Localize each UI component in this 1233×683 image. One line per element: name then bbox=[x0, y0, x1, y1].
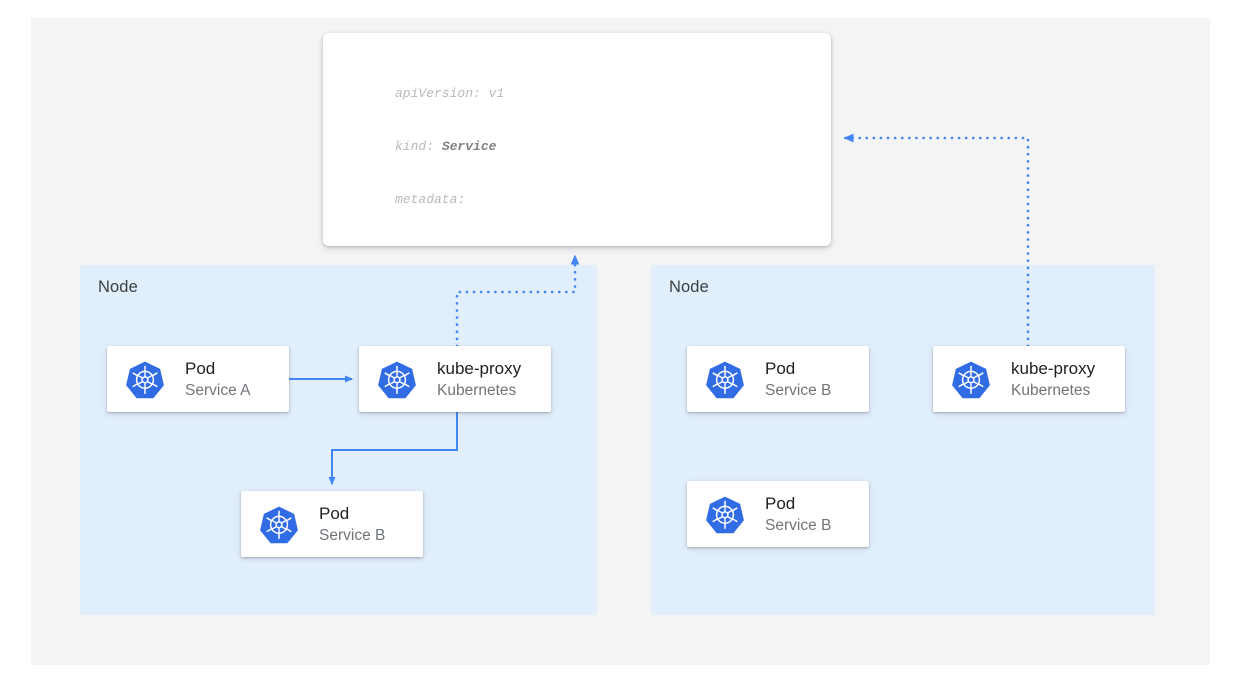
card-title: Pod bbox=[765, 493, 796, 513]
card-title: Pod bbox=[185, 358, 216, 378]
card-text: kube-proxy Kubernetes bbox=[1011, 358, 1095, 401]
card-title: Pod bbox=[765, 358, 796, 378]
node-box-right: Node bbox=[651, 265, 1155, 615]
code-line: kind: Service bbox=[395, 138, 715, 156]
card-kube-proxy-left[interactable]: kube-proxy Kubernetes bbox=[359, 346, 551, 412]
card-pod-service-b-left[interactable]: Pod Service B bbox=[241, 491, 423, 557]
code-line: metadata: bbox=[395, 191, 466, 207]
node-label: Node bbox=[669, 278, 709, 296]
card-subtitle: Service A bbox=[185, 381, 251, 399]
card-kube-proxy-right[interactable]: kube-proxy Kubernetes bbox=[933, 346, 1125, 412]
card-subtitle: Service B bbox=[765, 381, 832, 399]
node-box-left: Node bbox=[80, 265, 597, 615]
code-line: apiVersion: v1 bbox=[395, 86, 505, 102]
code-line: name: my-service bbox=[395, 244, 715, 246]
card-pod-service-a[interactable]: Pod Service A bbox=[107, 346, 289, 412]
card-pod-service-b-right-bottom[interactable]: Pod Service B bbox=[687, 481, 869, 547]
service-manifest-code: apiVersion: v1 kind: Service metadata: n… bbox=[395, 50, 715, 246]
service-manifest-card: apiVersion: v1 kind: Service metadata: n… bbox=[323, 33, 831, 246]
card-pod-service-b-right-top[interactable]: Pod Service B bbox=[687, 346, 869, 412]
kubernetes-icon bbox=[705, 494, 745, 534]
code-line-emphasis: Service bbox=[441, 138, 497, 154]
kubernetes-icon bbox=[259, 504, 299, 544]
card-text: Pod Service B bbox=[765, 493, 831, 536]
node-label: Node bbox=[98, 278, 138, 296]
card-text: Pod Service A bbox=[185, 358, 250, 401]
kubernetes-icon bbox=[705, 359, 745, 399]
card-subtitle: Kubernetes bbox=[437, 381, 517, 399]
card-title: kube-proxy bbox=[1011, 358, 1096, 378]
card-subtitle: Service B bbox=[319, 526, 386, 544]
card-title: kube-proxy bbox=[437, 358, 522, 378]
card-subtitle: Kubernetes bbox=[1011, 381, 1091, 399]
card-title: Pod bbox=[319, 503, 350, 523]
kubernetes-icon bbox=[951, 359, 991, 399]
card-text: kube-proxy Kubernetes bbox=[437, 358, 521, 401]
code-line-text: kind: bbox=[395, 138, 442, 154]
card-text: Pod Service B bbox=[319, 503, 385, 546]
kubernetes-icon bbox=[377, 359, 417, 399]
card-subtitle: Service B bbox=[765, 516, 832, 534]
card-text: Pod Service B bbox=[765, 358, 831, 401]
kubernetes-icon bbox=[125, 359, 165, 399]
